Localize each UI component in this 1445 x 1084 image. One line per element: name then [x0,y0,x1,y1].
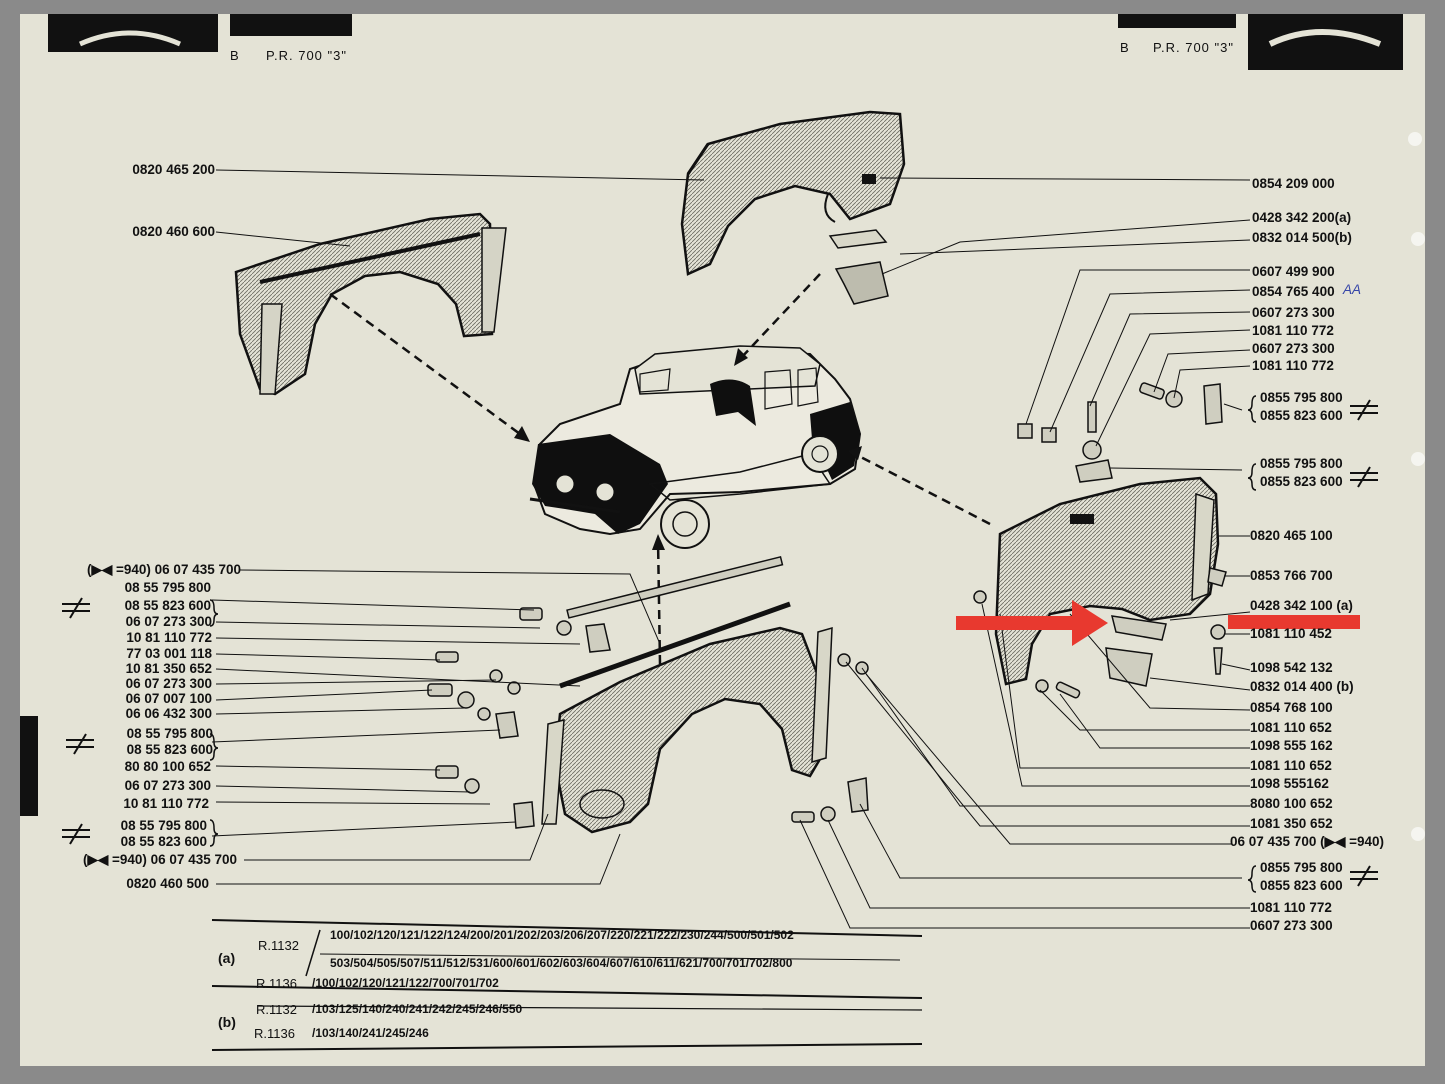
applicability-tag-a: (a) [218,950,236,966]
label-right: 0853 766 700 [1250,568,1333,583]
rear-wing-panel-top [680,110,906,276]
label-right: 0855 795 800 [1260,390,1343,405]
label-right: 1081 110 772 [1252,323,1334,338]
handwritten-note: AA [1343,282,1362,297]
label-right: 0854 209 000 [1252,176,1335,191]
applicability-tag-b: (b) [218,1014,236,1030]
label-right: 0855 823 600 [1260,878,1343,893]
label-left: 06 06 432 300 [125,706,212,721]
label-left: 77 03 001 118 [126,646,212,661]
margin-marker [20,716,38,816]
label-right: 0832 014 500(b) [1252,230,1352,245]
model-list-b1: /103/125/140/240/241/242/245/246/550 [312,1002,523,1016]
label-right: 0855 795 800 [1260,456,1343,471]
label-right: 0428 342 100 (a) [1250,598,1353,613]
front-wing-panel-bottom [541,601,833,834]
label-left: 06 07 273 300 [125,614,212,629]
label-right: 0855 823 600 [1260,408,1343,423]
label-left: 06 07 273 300 [124,778,211,793]
label-left: 0820 460 600 [132,224,215,239]
header-left-ref: P.R. 700 "3" [266,48,347,63]
label-left: 08 55 795 800 [124,580,211,595]
leader-lines-right [799,177,1251,929]
label-left: 10 81 350 652 [125,661,212,676]
label-right: 0832 014 400 (b) [1250,679,1354,694]
label-right: 1081 110 652 [1250,720,1332,735]
catalog-page: B P.R. 700 "3" B P.R. 700 "3" [20,14,1425,1066]
label-right: 0607 273 300 [1252,341,1335,356]
label-right: 0428 342 200(a) [1252,210,1352,225]
rear-wing-panel-right [994,476,1220,686]
label-right: 1081 350 652 [1250,816,1333,831]
label-right: 0607 273 300 [1252,305,1335,320]
label-left: 0820 460 500 [126,876,209,891]
label-right: 0607 273 300 [1250,918,1333,933]
header-left-code: B [230,48,240,63]
car-illustration [529,345,862,549]
model-list-a1: 100/102/120/121/122/124/200/201/202/203/… [330,928,794,942]
model-list-a2: 503/504/505/507/511/512/531/600/601/602/… [330,956,793,970]
model-r1136-a: R.1136 [256,976,297,991]
label-left: 08 55 795 800 [120,818,207,833]
label-left: 06 07 273 300 [125,676,212,691]
label-right: 1098 542 132 [1250,660,1333,675]
header-right-code: B [1120,40,1130,55]
label-left: 06 07 007 100 [125,691,212,706]
label-right: 1081 110 452 [1250,626,1332,641]
not-equal-symbols [62,399,1378,887]
model-list-b2: /103/140/241/245/246 [312,1026,429,1040]
model-r1132-b: R.1132 [256,1002,297,1017]
label-left: (▶◀ =940) 06 07 435 700 [87,562,241,577]
label-right: 0854 765 400 [1252,284,1335,299]
label-right: 1081 110 772 [1252,358,1334,373]
label-left: (▶◀ =940) 06 07 435 700 [83,852,237,867]
label-left: 10 81 110 772 [123,796,209,811]
label-left: 08 55 823 600 [120,834,207,849]
label-right: 06 07 435 700 (▶◀ =940) [1230,834,1384,849]
label-left: 08 55 823 600 [126,742,213,757]
label-right: 0855 823 600 [1260,474,1343,489]
leader-lines-left [211,169,705,885]
header-right-ref: P.R. 700 "3" [1153,40,1234,55]
label-left: 10 81 110 772 [126,630,212,645]
label-right: 1098 555 162 [1250,738,1333,753]
label-left: 08 55 795 800 [126,726,213,741]
left-hardware [427,555,869,829]
label-left: 80 80 100 652 [124,759,211,774]
label-right: 0820 465 100 [1250,528,1333,543]
label-right: 0854 768 100 [1250,700,1333,715]
label-left: 08 55 823 600 [124,598,211,613]
label-right: 0607 499 900 [1252,264,1335,279]
label-left: 0820 465 200 [132,162,215,177]
label-right: 8080 100 652 [1250,796,1333,811]
label-right: 0855 795 800 [1260,860,1343,875]
red-annotation-arrows [956,600,1360,646]
model-r1136-b: R.1136 [254,1026,295,1041]
model-list-a3: /100/102/120/121/122/700/701/702 [312,976,499,990]
label-right: 1081 110 772 [1250,900,1332,915]
label-right: 1081 110 652 [1250,758,1332,773]
exploded-parts-diagram [20,14,1425,1051]
seal-pad-top [828,229,889,305]
front-wing-panel-left [234,212,507,396]
model-r1132-a: R.1132 [258,938,299,953]
label-right: 1098 555162 [1250,776,1329,791]
applicability-table-lines [211,919,923,1051]
